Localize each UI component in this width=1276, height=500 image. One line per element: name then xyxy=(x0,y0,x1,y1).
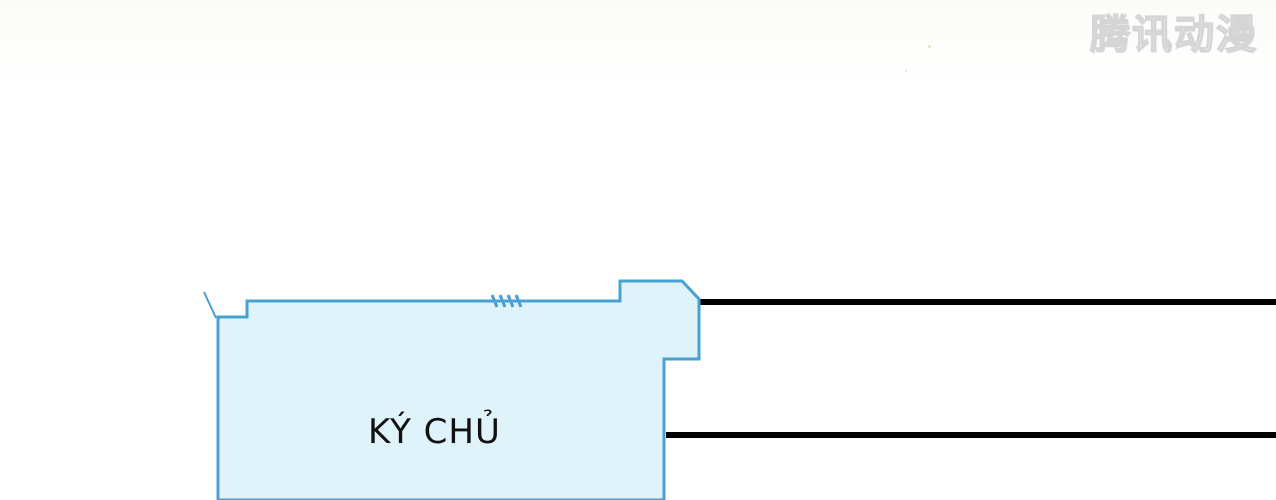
panel-label: KÝ CHỦ xyxy=(368,412,501,452)
speck xyxy=(928,45,931,48)
watermark-logo: 腾讯动漫 xyxy=(1089,11,1258,58)
corner-tick xyxy=(203,291,217,319)
speck xyxy=(905,70,907,72)
hatch-marks xyxy=(490,294,523,308)
panel-frame xyxy=(216,279,701,500)
